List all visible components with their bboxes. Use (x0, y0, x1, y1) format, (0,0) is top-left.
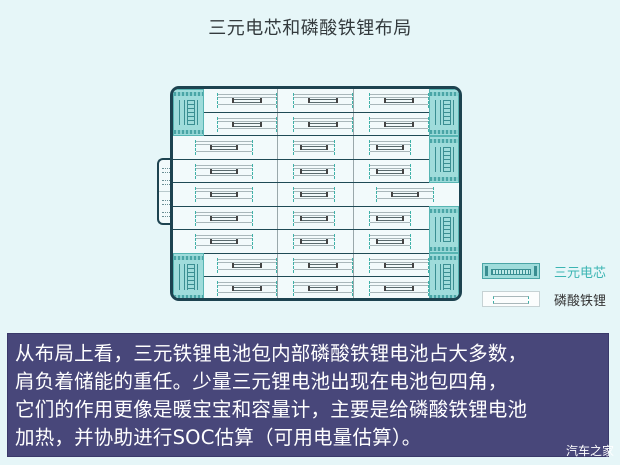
caption-line: 加热，并协助进行SOC估算（可用电量估算）。 (15, 426, 422, 449)
caption-line: 肩负着储能的重任。少量三元锂电池出现在电池包四角， (15, 370, 508, 393)
watermark: 汽车之家 (565, 444, 614, 458)
column-divider (353, 89, 354, 298)
lfp-module (195, 187, 253, 202)
diagram-title: 三元电芯和磷酸铁锂布局 (208, 18, 412, 39)
ncm-cell-right-1 (429, 89, 459, 136)
legend: 三元电芯 磷酸铁锂 (482, 257, 606, 313)
lfp-module (195, 234, 253, 249)
module-row (173, 207, 459, 230)
ncm-swatch-icon (482, 263, 540, 279)
connector-pin (162, 200, 170, 205)
lfp-module (369, 234, 411, 249)
legend-label: 磷酸铁锂 (554, 293, 607, 309)
lfp-module (195, 140, 253, 155)
lfp-module (293, 93, 353, 108)
lfp-module (369, 163, 411, 179)
module-row (173, 183, 459, 207)
lfp-module (369, 210, 411, 226)
module-row (173, 136, 459, 160)
lfp-module (369, 116, 429, 132)
lfp-module (293, 210, 335, 226)
legend-item-ncm: 三元电芯 (482, 257, 606, 285)
lfp-module (293, 187, 335, 202)
module-row (173, 254, 459, 277)
ncm-cell-right-4 (429, 253, 459, 298)
ncm-cell-bottom-left (173, 253, 204, 298)
lfp-module (293, 116, 353, 132)
legend-label: 三元电芯 (554, 265, 607, 281)
lfp-module (293, 234, 335, 249)
module-row (173, 160, 459, 183)
ncm-cell-right-3 (429, 206, 459, 253)
lfp-module-extended (376, 187, 434, 202)
lfp-module (195, 163, 253, 179)
column-divider (277, 89, 278, 298)
lfp-module (293, 163, 335, 179)
connector-pin (162, 212, 170, 217)
connector-divider (159, 191, 173, 192)
lfp-module (369, 281, 429, 296)
lfp-module (217, 257, 277, 273)
module-row (173, 113, 459, 136)
connector-pin (162, 168, 170, 173)
ncm-cell-top-left (173, 89, 204, 136)
module-row (173, 230, 459, 254)
caption-box: 从布局上看，三元铁锂电池包内部磷酸铁锂电池占大多数， 肩负着储能的重任。少量三元… (7, 333, 609, 457)
legend-item-lfp: 磷酸铁锂 (482, 285, 606, 313)
battery-pack (170, 86, 462, 301)
lfp-module (369, 140, 411, 155)
ncm-cell-right-2 (429, 136, 459, 183)
lfp-module (293, 257, 353, 273)
caption-line: 从布局上看，三元铁锂电池包内部磷酸铁锂电池占大多数， (15, 342, 528, 365)
connector-pin (162, 180, 170, 185)
lfp-swatch-icon (482, 291, 540, 307)
lfp-module (217, 93, 277, 108)
caption-line: 它们的作用更像是暖宝宝和容量计，主要是给磷酸铁锂电池 (15, 398, 528, 421)
lfp-module (217, 281, 277, 296)
lfp-module (217, 116, 277, 132)
lfp-module (293, 140, 335, 155)
module-row (173, 277, 459, 298)
lfp-module (369, 93, 429, 108)
module-row (173, 89, 459, 113)
lfp-module (195, 210, 253, 226)
lfp-module (293, 281, 353, 296)
pack-connector (157, 158, 173, 225)
lfp-module (369, 257, 429, 273)
